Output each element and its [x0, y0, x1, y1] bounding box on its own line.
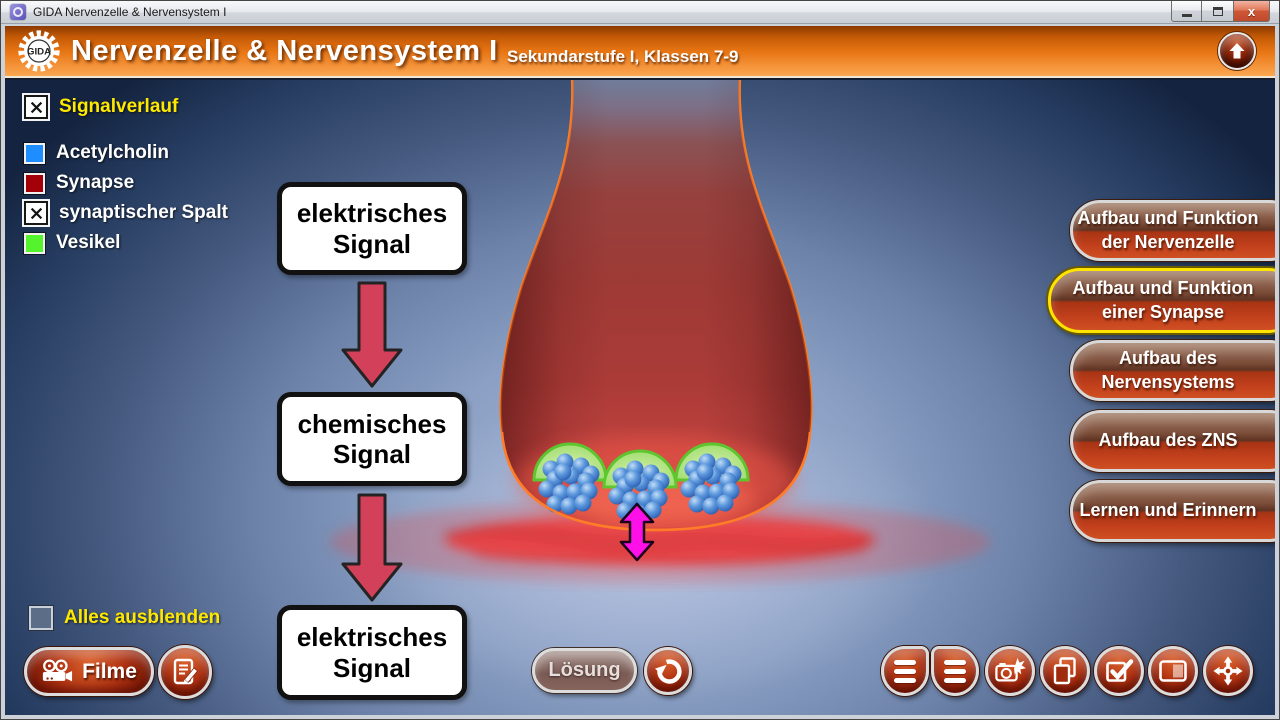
synapse-swatch[interactable]	[24, 172, 45, 194]
losung-label: Lösung	[548, 659, 621, 681]
hide-all-label: Alles ausblenden	[64, 607, 221, 628]
nav-label: Lernen und Erinnern	[1079, 500, 1257, 521]
filme-label: Filme	[82, 659, 137, 683]
app-subtitle: Sekundarstufe I, Klassen 7-9	[507, 47, 739, 66]
minimize-button[interactable]	[1171, 1, 1202, 22]
frame-toggle-button[interactable]	[1148, 646, 1198, 696]
nav-label: Aufbau und Funktion	[1077, 208, 1259, 229]
copy-button[interactable]	[1040, 646, 1090, 696]
chapter-list-right-button[interactable]	[931, 646, 979, 696]
vesikel-swatch[interactable]	[24, 232, 45, 254]
flow-box-text: chemisches	[297, 408, 447, 439]
signalverlauf-checkbox[interactable]	[24, 95, 48, 119]
nav-label: Aufbau des	[1118, 348, 1217, 369]
flow-box-text: Signal	[332, 652, 411, 683]
flow-box-electrical-1: elektrisches Signal	[277, 182, 467, 275]
maximize-button[interactable]	[1202, 1, 1233, 22]
app-title: Nervenzelle & Nervensystem I	[71, 35, 498, 67]
legend-item-vesikel: Vesikel	[24, 231, 120, 255]
spalt-label: synaptischer Spalt	[59, 202, 228, 223]
flow-arrow-2	[341, 493, 403, 602]
flow-box-electrical-2: elektrisches Signal	[277, 605, 467, 700]
flow-box-text: elektrisches	[296, 622, 448, 653]
checkbox-x-icon	[30, 207, 42, 219]
gida-logo-text: GIDA	[27, 47, 51, 58]
up-arrow-icon	[1229, 43, 1245, 59]
app-window-icon	[10, 4, 26, 20]
synapse-illustration	[330, 80, 990, 602]
flow-box-chemical: chemisches Signal	[277, 392, 467, 486]
frame-icon	[1159, 660, 1187, 682]
synaptic-gap-arrow	[619, 502, 655, 562]
reset-arrow-icon	[654, 658, 682, 684]
legend-item-synapse: Synapse	[24, 171, 134, 195]
checkbox-x-icon	[30, 101, 42, 113]
maximize-icon	[1212, 6, 1223, 16]
signalverlauf-label: Signalverlauf	[59, 96, 179, 117]
film-projector-icon	[42, 659, 73, 682]
synapse-label: Synapse	[56, 172, 135, 193]
flow-box-text: Signal	[332, 439, 411, 469]
flow-arrow-1	[341, 281, 403, 388]
legend-item-spalt: synaptischer Spalt	[24, 201, 228, 225]
legend-item-signalverlauf: Signalverlauf	[24, 95, 178, 119]
flow-box-text: Signal	[332, 228, 411, 259]
nav-label: der Nervenzelle	[1101, 231, 1235, 252]
task-check-button[interactable]	[1094, 646, 1144, 696]
filme-button[interactable]: Filme	[24, 647, 154, 696]
close-icon: x	[1247, 3, 1256, 19]
nav-aufbau-synapse[interactable]: Aufbau und Funktion einer Synapse	[1048, 268, 1275, 333]
nav-label: einer Synapse	[1101, 301, 1225, 322]
flow-box-text: elektrisches	[296, 198, 448, 229]
nav-aufbau-nervenzelle[interactable]: Aufbau und Funktion der Nervenzelle	[1070, 200, 1275, 261]
camera-icon	[994, 657, 1026, 682]
nav-label: Nervensystems	[1101, 371, 1235, 392]
gida-gear-logo: GIDA	[18, 30, 60, 72]
navigate-button[interactable]	[1203, 646, 1253, 696]
app-header: GIDA Nervenzelle & Nervensystem I Sekund…	[5, 26, 1275, 78]
nav-aufbau-nervensystem[interactable]: Aufbau des Nervensystems	[1070, 340, 1275, 401]
window-controls: x	[1171, 1, 1270, 23]
acetylcholin-swatch[interactable]	[24, 142, 45, 164]
spalt-checkbox[interactable]	[24, 201, 48, 225]
nav-lernen-erinnern[interactable]: Lernen und Erinnern	[1070, 480, 1275, 542]
legend-item-acetylcholin: Acetylcholin	[24, 141, 169, 165]
vesikel-label: Vesikel	[56, 232, 121, 253]
hide-all-checkbox[interactable]	[29, 606, 53, 630]
nav-label: Aufbau des ZNS	[1098, 430, 1238, 451]
window-title: GIDA Nervenzelle & Nervensystem I	[33, 5, 227, 19]
up-arrow-button[interactable]	[1218, 32, 1256, 70]
screenshot-button[interactable]	[985, 646, 1035, 696]
postsynaptic-membrane	[330, 500, 990, 584]
nav-aufbau-zns[interactable]: Aufbau des ZNS	[1070, 410, 1275, 472]
close-button[interactable]: x	[1233, 1, 1270, 22]
list-icon	[894, 659, 916, 683]
titlebar: GIDA Nervenzelle & Nervensystem I x	[1, 1, 1279, 24]
losung-button[interactable]: Lösung	[532, 648, 637, 693]
acetylcholin-label: Acetylcholin	[56, 142, 169, 163]
chapter-list-left-button[interactable]	[881, 646, 929, 696]
nav-label: Aufbau und Funktion	[1072, 278, 1254, 299]
move-arrows-icon	[1213, 656, 1243, 686]
minimize-icon	[1181, 13, 1192, 17]
checkbox-check-icon	[1105, 659, 1133, 682]
reset-button[interactable]	[644, 647, 692, 695]
copy-pages-icon	[1053, 657, 1076, 685]
list-icon	[944, 659, 966, 683]
main-stage: Signalverlauf Acetylcholin Synapse synap…	[5, 78, 1275, 715]
notepad-pencil-icon	[173, 658, 199, 685]
notes-button[interactable]	[158, 645, 212, 699]
legend-item-hide-all: Alles ausblenden	[29, 606, 220, 630]
terminal-rim	[500, 431, 812, 532]
